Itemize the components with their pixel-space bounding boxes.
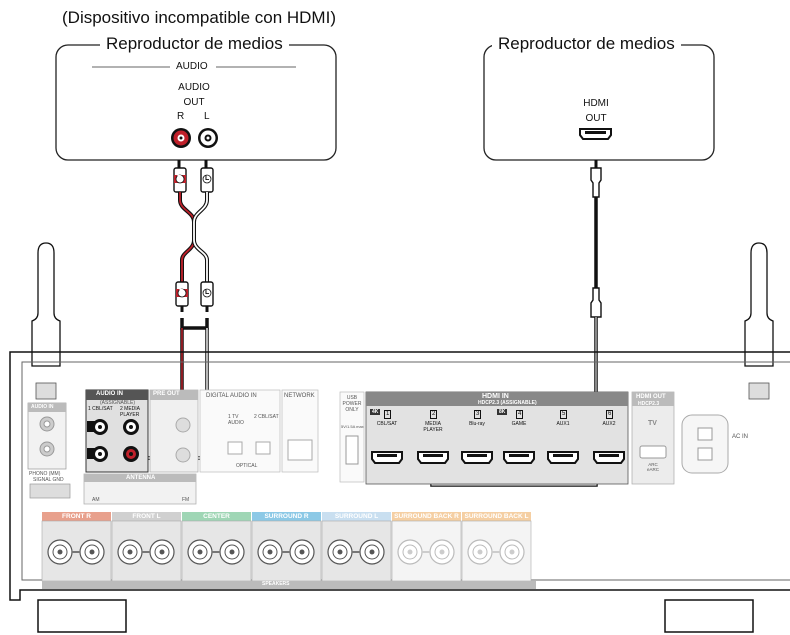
phono-label: PHONO (MM)	[29, 471, 61, 477]
speaker-terminals	[41, 512, 532, 582]
speaker-group-label-5: SURROUND L	[334, 513, 379, 520]
hdmi-out-header: HDMI OUT	[636, 394, 666, 400]
hdmi-in-port-1	[371, 451, 403, 464]
speaker-group-label-6: SURROUND BACK R	[394, 513, 459, 520]
speaker-group-3	[181, 512, 252, 582]
hdmi-input-ports	[371, 451, 625, 464]
hdmi-out-hdcp: HDCP2.3	[638, 401, 660, 407]
usb-label: USB POWER ONLY	[342, 395, 362, 413]
audio-in-panel	[85, 389, 149, 473]
speakers-label: SPEAKERS	[262, 581, 290, 587]
hdmi-in-num-1: 1	[384, 410, 392, 419]
hdmi-in-num-6: 6	[606, 410, 614, 419]
speaker-group-label-4: SURROUND R	[264, 513, 309, 520]
right-device-title: Reproductor de medios	[492, 34, 681, 54]
hdmi-in-port-5	[547, 451, 579, 464]
speaker-group-7	[461, 512, 532, 582]
antenna-label: ANTENNA	[126, 475, 156, 481]
speaker-group-5	[321, 512, 392, 582]
hdmi-in-num-3: 3	[474, 410, 482, 419]
usb-rating: 5V/1.5A max	[341, 424, 364, 429]
hdmi-in-port-6	[593, 451, 625, 464]
plug-r-bottom: R	[179, 289, 185, 296]
badge-4k: 4K	[370, 409, 381, 415]
hdmi-in-name-2: MEDIA PLAYER	[423, 421, 443, 433]
plug-l-top: L	[205, 175, 210, 182]
right-antenna	[744, 242, 774, 400]
optical-label: OPTICAL	[236, 463, 258, 469]
badge-8k: 8K	[497, 409, 508, 415]
hdmi-in-name-3: Blu-ray	[469, 421, 485, 427]
left-antenna	[31, 242, 61, 400]
plug-r-top: R	[177, 175, 183, 182]
am-label: AM	[92, 497, 100, 503]
fm-label: FM	[182, 497, 190, 503]
speaker-group-4	[251, 512, 322, 582]
speaker-group-label-2: FRONT L	[132, 513, 161, 520]
channel-r-label: R	[177, 111, 185, 122]
tv-label: TV	[648, 420, 657, 427]
audio-in-ch1: 1 CBL/SAT	[88, 406, 113, 412]
cbl-sat-digital-label: 2 CBL/SAT	[254, 414, 279, 420]
audio-in-ch2: 2 MEDIA PLAYER	[120, 406, 140, 418]
speaker-group-6	[391, 512, 462, 582]
audio-in-header: AUDIO IN	[96, 391, 124, 397]
pre-out-label: PRE OUT	[153, 391, 180, 397]
hdmi-in-port-3	[461, 451, 493, 464]
signal-gnd-label: SIGNAL GND	[33, 477, 64, 483]
audio-section-label: AUDIO	[176, 61, 208, 72]
hdmi-in-num-4: 4	[516, 410, 524, 419]
hdmi-in-num-2: 2	[430, 410, 438, 419]
plug-l-bottom: L	[205, 289, 210, 296]
left-device-title: Reproductor de medios	[100, 34, 289, 54]
hdmi-in-name-6: AUX2	[602, 421, 616, 427]
arc-label: ARC eARC	[646, 462, 659, 472]
speaker-group-label-1: FRONT R	[62, 513, 91, 520]
speaker-group-label-7: SURROUND BACK L	[464, 513, 529, 520]
speaker-group-label-3: CENTER	[203, 513, 230, 520]
rca-out-r-jack	[171, 128, 191, 148]
hdmi-in-name-5: AUX1	[556, 421, 570, 427]
phono-audio-header: AUDIO IN	[31, 404, 54, 410]
hdmi-in-panel	[365, 391, 629, 485]
digital-audio-label: DIGITAL AUDIO IN	[206, 393, 257, 399]
speaker-group-1	[41, 512, 112, 582]
network-label: NETWORK	[284, 393, 315, 399]
incompatible-note: (Dispositivo incompatible con HDMI)	[62, 8, 336, 27]
ac-in-label: AC IN	[732, 434, 749, 440]
hdmi-in-port-4	[503, 451, 535, 464]
hdmi-hdcp: HDCP2.3 (ASSIGNABLE)	[478, 400, 537, 406]
speaker-group-2	[111, 512, 182, 582]
rca-out-l-jack	[198, 128, 218, 148]
hdmi-in-name-4: GAME	[511, 421, 527, 427]
rca-cable	[145, 160, 214, 460]
av-receiver	[9, 242, 790, 633]
hdmi-in-header: HDMI IN	[482, 393, 509, 400]
tv-audio-label: 1 TV AUDIO	[228, 414, 244, 426]
hdmi-in-port-2	[417, 451, 449, 464]
hdmi-out-port	[579, 128, 612, 140]
channel-l-label: L	[204, 111, 210, 122]
hdmi-in-name-1: CBL/SAT	[376, 421, 398, 427]
audio-in-assignable: (ASSIGNABLE)	[100, 400, 136, 406]
hdmi-in-num-5: 5	[560, 410, 568, 419]
left-media-player	[55, 44, 337, 161]
